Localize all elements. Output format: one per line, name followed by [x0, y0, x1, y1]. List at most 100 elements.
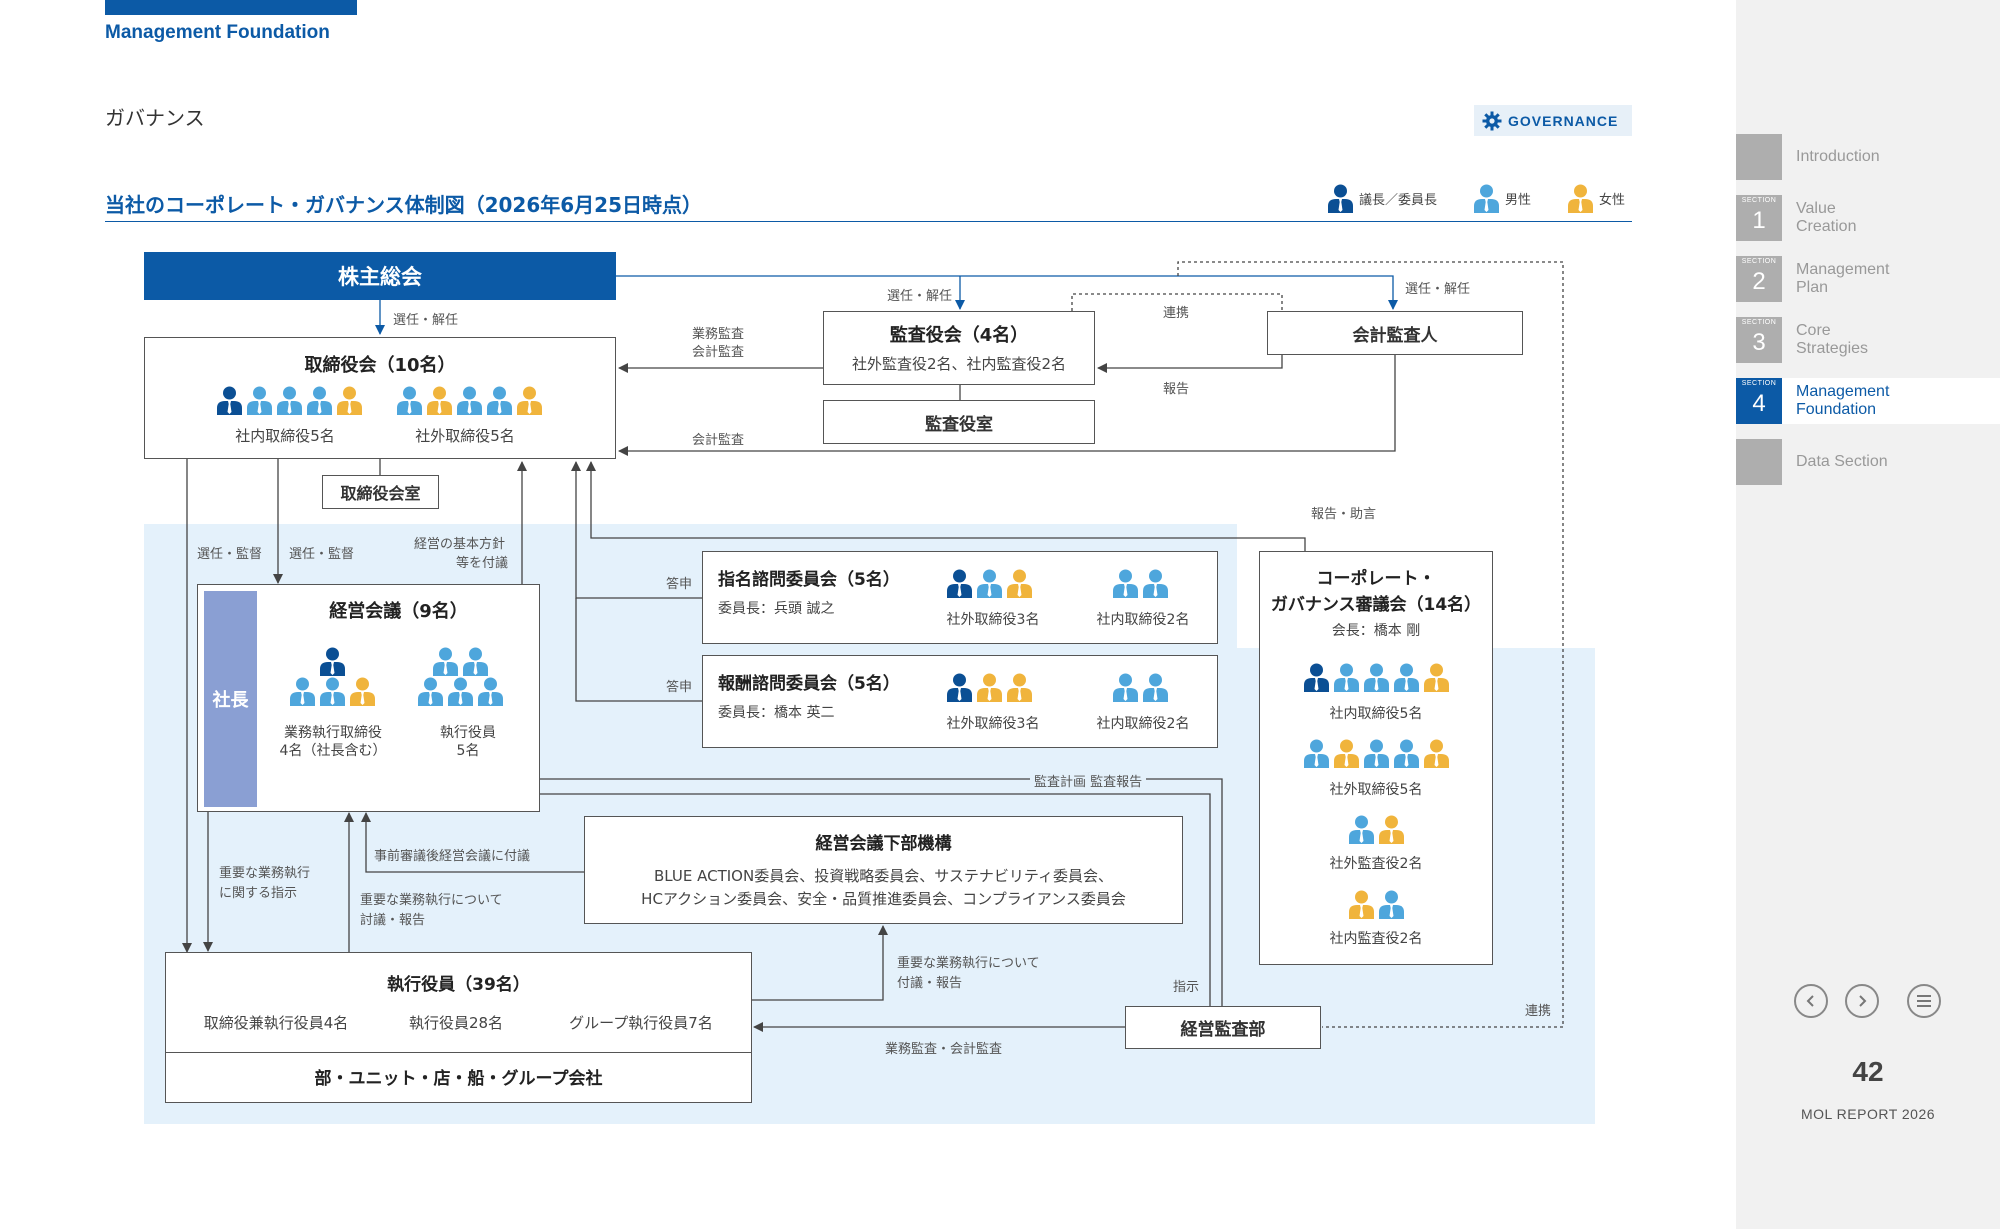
- section-number-badge: SECTION 2: [1736, 256, 1782, 302]
- person-female-icon: [517, 386, 542, 415]
- section-number: 1: [1752, 207, 1766, 234]
- person-male-icon: [277, 386, 302, 415]
- cg-g4-people: [1347, 889, 1406, 919]
- section-label: Management Foundation: [105, 22, 330, 43]
- label-appoint-supervise-1: 選任・監督: [197, 547, 263, 562]
- board-external-people: [395, 385, 544, 415]
- board-internal-label: 社内取締役5名: [235, 427, 335, 445]
- label-pre-deliberation: 事前審議後経営会議に付議: [374, 849, 531, 864]
- board-office: 取締役会室: [322, 475, 439, 509]
- person-chair-icon: [217, 386, 242, 415]
- label-report-advice: 報告・助言: [1311, 507, 1377, 522]
- menu-icon: [1917, 995, 1931, 1007]
- title-rule: [105, 221, 1632, 222]
- menu-button[interactable]: [1907, 984, 1941, 1018]
- label-appoint-dismiss-board: 選任・解任: [393, 313, 459, 328]
- sub-bodies-title: 経営会議下部機構: [815, 834, 952, 854]
- remuneration-title: 報酬諮問委員会（5名）: [718, 674, 900, 694]
- label-appoint-dismiss-audit: 選任・解任: [887, 289, 953, 304]
- person-male-icon: [433, 647, 458, 676]
- board-internal-people: [215, 385, 364, 415]
- person-male-icon: [977, 569, 1002, 598]
- person-female-icon: [977, 673, 1002, 702]
- person-male-icon: [1379, 890, 1404, 919]
- section-tag: SECTION: [1741, 319, 1777, 326]
- remuneration-external-people: [945, 672, 1034, 702]
- label-reply-2: 答申: [666, 680, 693, 695]
- person-female-icon: [1568, 184, 1593, 213]
- prev-page-button[interactable]: [1794, 984, 1828, 1018]
- person-male-icon: [1143, 673, 1168, 702]
- chevron-right-icon: [1859, 995, 1867, 1007]
- person-male-icon: [397, 386, 422, 415]
- section-tag: SECTION: [1741, 380, 1777, 387]
- mgmt-right-label-2: 5名: [456, 743, 480, 759]
- person-male-icon: [478, 677, 503, 706]
- sidebar-item-data-section[interactable]: Data Section: [1736, 439, 2000, 485]
- nomination-title: 指名諮問委員会（5名）: [718, 570, 900, 590]
- chevron-left-icon: [1806, 995, 1814, 1007]
- mgmt-left-label-1: 業務執行取締役: [284, 725, 382, 741]
- sidebar-item-introduction[interactable]: Introduction: [1736, 134, 2000, 180]
- cg-g2-label: 社外取締役5名: [1329, 782, 1423, 798]
- section-tag: SECTION: [1741, 258, 1777, 265]
- exec-officers-b: 執行役員28名: [408, 1014, 504, 1032]
- person-female-icon: [350, 677, 375, 706]
- label-appoint-dismiss-auditor: 選任・解任: [1405, 282, 1471, 297]
- legend-chair-label: 議長／委員長: [1359, 192, 1438, 208]
- legend-female: 女性: [1566, 183, 1625, 213]
- report-name: MOL REPORT 2026: [1800, 1106, 1936, 1122]
- person-male-icon: [1474, 184, 1499, 213]
- gear-icon: [1482, 111, 1502, 130]
- cg-g1-people: [1302, 662, 1451, 692]
- connector-lines: [182, 261, 1564, 1032]
- person-female-icon: [1424, 663, 1449, 692]
- label-important-instr-1: 重要な業務執行: [219, 866, 311, 881]
- executive-officers: 執行役員（39名） 取締役兼執行役員4名 執行役員28名 グループ執行役員7名 …: [165, 952, 752, 1103]
- cg-g4-label: 社内監査役2名: [1329, 931, 1423, 947]
- person-male-icon: [1394, 739, 1419, 768]
- nomination-chair: 委員長：兵頭 誠之: [718, 601, 835, 617]
- cg-council-chair: 会長：橋本 剛: [1331, 623, 1421, 639]
- remuneration-chair: 委員長：橋本 英二: [718, 705, 835, 721]
- person-chair-icon: [1328, 184, 1353, 213]
- exec-officers-title: 執行役員（39名）: [387, 975, 530, 995]
- label-audit-plan: 監査計画 監査報告: [1030, 771, 1147, 790]
- person-chair-icon: [1304, 663, 1329, 692]
- cg-council-title-2: ガバナンス審議会（14名）: [1270, 595, 1482, 615]
- accounting-auditor: 会計監査人: [1267, 311, 1523, 355]
- legend-female-label: 女性: [1599, 192, 1626, 208]
- section-number-badge: [1736, 439, 1782, 485]
- mgmt-right-people-top: [431, 646, 490, 676]
- nomination-internal-people: [1111, 568, 1170, 598]
- person-female-icon: [1424, 739, 1449, 768]
- governance-badge-label: GOVERNANCE: [1508, 112, 1619, 129]
- remuneration-internal-label: 社内取締役2名: [1096, 716, 1190, 732]
- section-tag: SECTION: [1741, 197, 1777, 204]
- person-female-icon: [1379, 815, 1404, 844]
- exec-officers-a: 取締役兼執行役員4名: [203, 1014, 349, 1032]
- label-important-instr-2: に関する指示: [219, 886, 298, 901]
- sidebar: [1736, 0, 2000, 1229]
- nomination-committee: 指名諮問委員会（5名） 委員長：兵頭 誠之 社外取締役3名 社内取締役2名: [702, 551, 1218, 644]
- person-male-icon: [1113, 673, 1138, 702]
- sub-bodies-line-2: HCアクション委員会、安全・品質推進委員会、コンプライアンス委員会: [641, 890, 1126, 908]
- label-accounting-audit-2: 会計監査: [692, 433, 745, 448]
- management-meeting: 社長 経営会議（9名） 業務執行取締役 4名（社長含む） 執行役員 5名: [197, 584, 540, 812]
- label-accounting-audit-1: 会計監査: [692, 345, 745, 360]
- section-number: 2: [1752, 268, 1766, 295]
- person-chair-icon: [947, 569, 972, 598]
- page-number: 42: [1852, 1056, 1884, 1087]
- next-page-button[interactable]: [1845, 984, 1879, 1018]
- page-subject: ガバナンス: [105, 106, 205, 130]
- audit-board: 監査役会（4名） 社外監査役2名、社内監査役2名: [823, 311, 1095, 385]
- label-reply-1: 答申: [666, 577, 693, 592]
- label-appoint-supervise-2: 選任・監督: [289, 547, 355, 562]
- person-chair-icon: [947, 673, 972, 702]
- audit-board-members: 社外監査役2名、社内監査役2名: [851, 355, 1067, 373]
- legend-male: 男性: [1472, 183, 1531, 213]
